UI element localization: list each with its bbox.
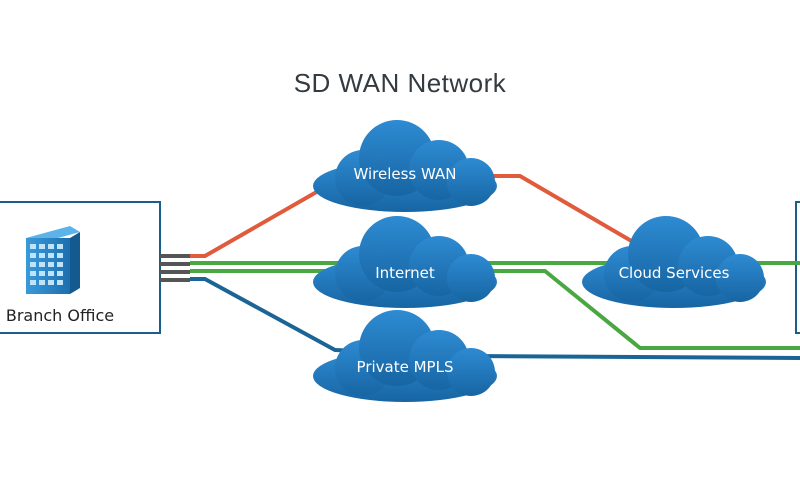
private-mpls-cloud bbox=[313, 310, 497, 402]
internet-label: Internet bbox=[375, 264, 435, 282]
branch-office-label: Branch Office bbox=[5, 306, 115, 325]
diagram-title: SD WAN Network bbox=[293, 68, 507, 98]
cloud-services-label: Cloud Services bbox=[618, 264, 730, 282]
office-building-icon bbox=[26, 226, 80, 294]
mpls-link bbox=[190, 277, 800, 360]
branch-port-stubs bbox=[160, 254, 190, 282]
private-mpls-label: Private MPLS bbox=[356, 358, 454, 376]
wireless-wan-label: Wireless WAN bbox=[353, 165, 457, 183]
destination-box bbox=[795, 201, 800, 334]
internet-cloud bbox=[313, 216, 497, 308]
